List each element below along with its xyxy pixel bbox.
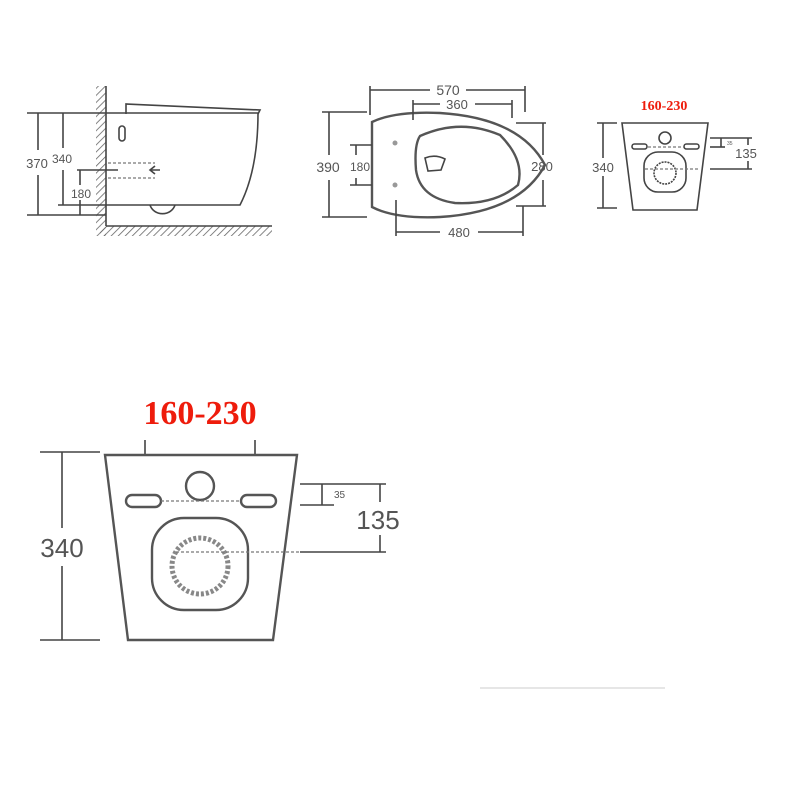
dim-280: 280 [531,159,553,174]
inlet-circle [658,131,672,145]
dim-35-small: 35 [727,141,733,147]
dim-135-small: 135 [735,146,757,161]
dim-180: 180 [71,187,91,201]
dim-135-large: 135 [356,505,399,535]
dim-340-small: 340 [592,160,614,175]
fixing-slot-left [124,493,163,509]
rear-outline-small [621,122,709,211]
rear-outline-large [103,453,299,642]
bowl-opening [414,125,521,205]
fixing-slot-right [239,493,278,509]
lid-outline [125,103,262,115]
inlet-circle-large [184,470,216,502]
dim-570: 570 [436,82,460,98]
outlet-ring [169,535,231,597]
dim-370: 370 [26,156,48,171]
floor-hatch [100,226,272,236]
seat-outline-large [150,516,250,612]
dim-340: 340 [52,152,72,166]
wall-hatch [96,86,106,236]
outlet-bump [149,204,176,215]
dim-360: 360 [446,97,468,112]
seat-outline [370,111,547,219]
fixing-hole [392,182,398,188]
inlet-slot [118,125,126,142]
fixing-range-label-large: 160-230 [143,395,256,432]
drain-outline [424,155,446,172]
dim-390: 390 [316,159,340,175]
rear-view-large: 160-230 340 135 35 [40,395,400,642]
dim-340-large: 340 [40,533,83,563]
dim-480: 480 [448,225,470,240]
rear-view-small: 160-230 340 135 35 [592,99,757,211]
dim-180-top: 180 [350,160,370,174]
top-view: 570 360 390 180 280 480 [316,82,553,240]
bowl-outline [106,112,259,206]
side-view: 370 340 180 [26,86,272,236]
fixing-range-label-small: 160-230 [641,99,688,114]
fixing-hole [392,140,398,146]
dim-35-large: 35 [334,490,346,501]
